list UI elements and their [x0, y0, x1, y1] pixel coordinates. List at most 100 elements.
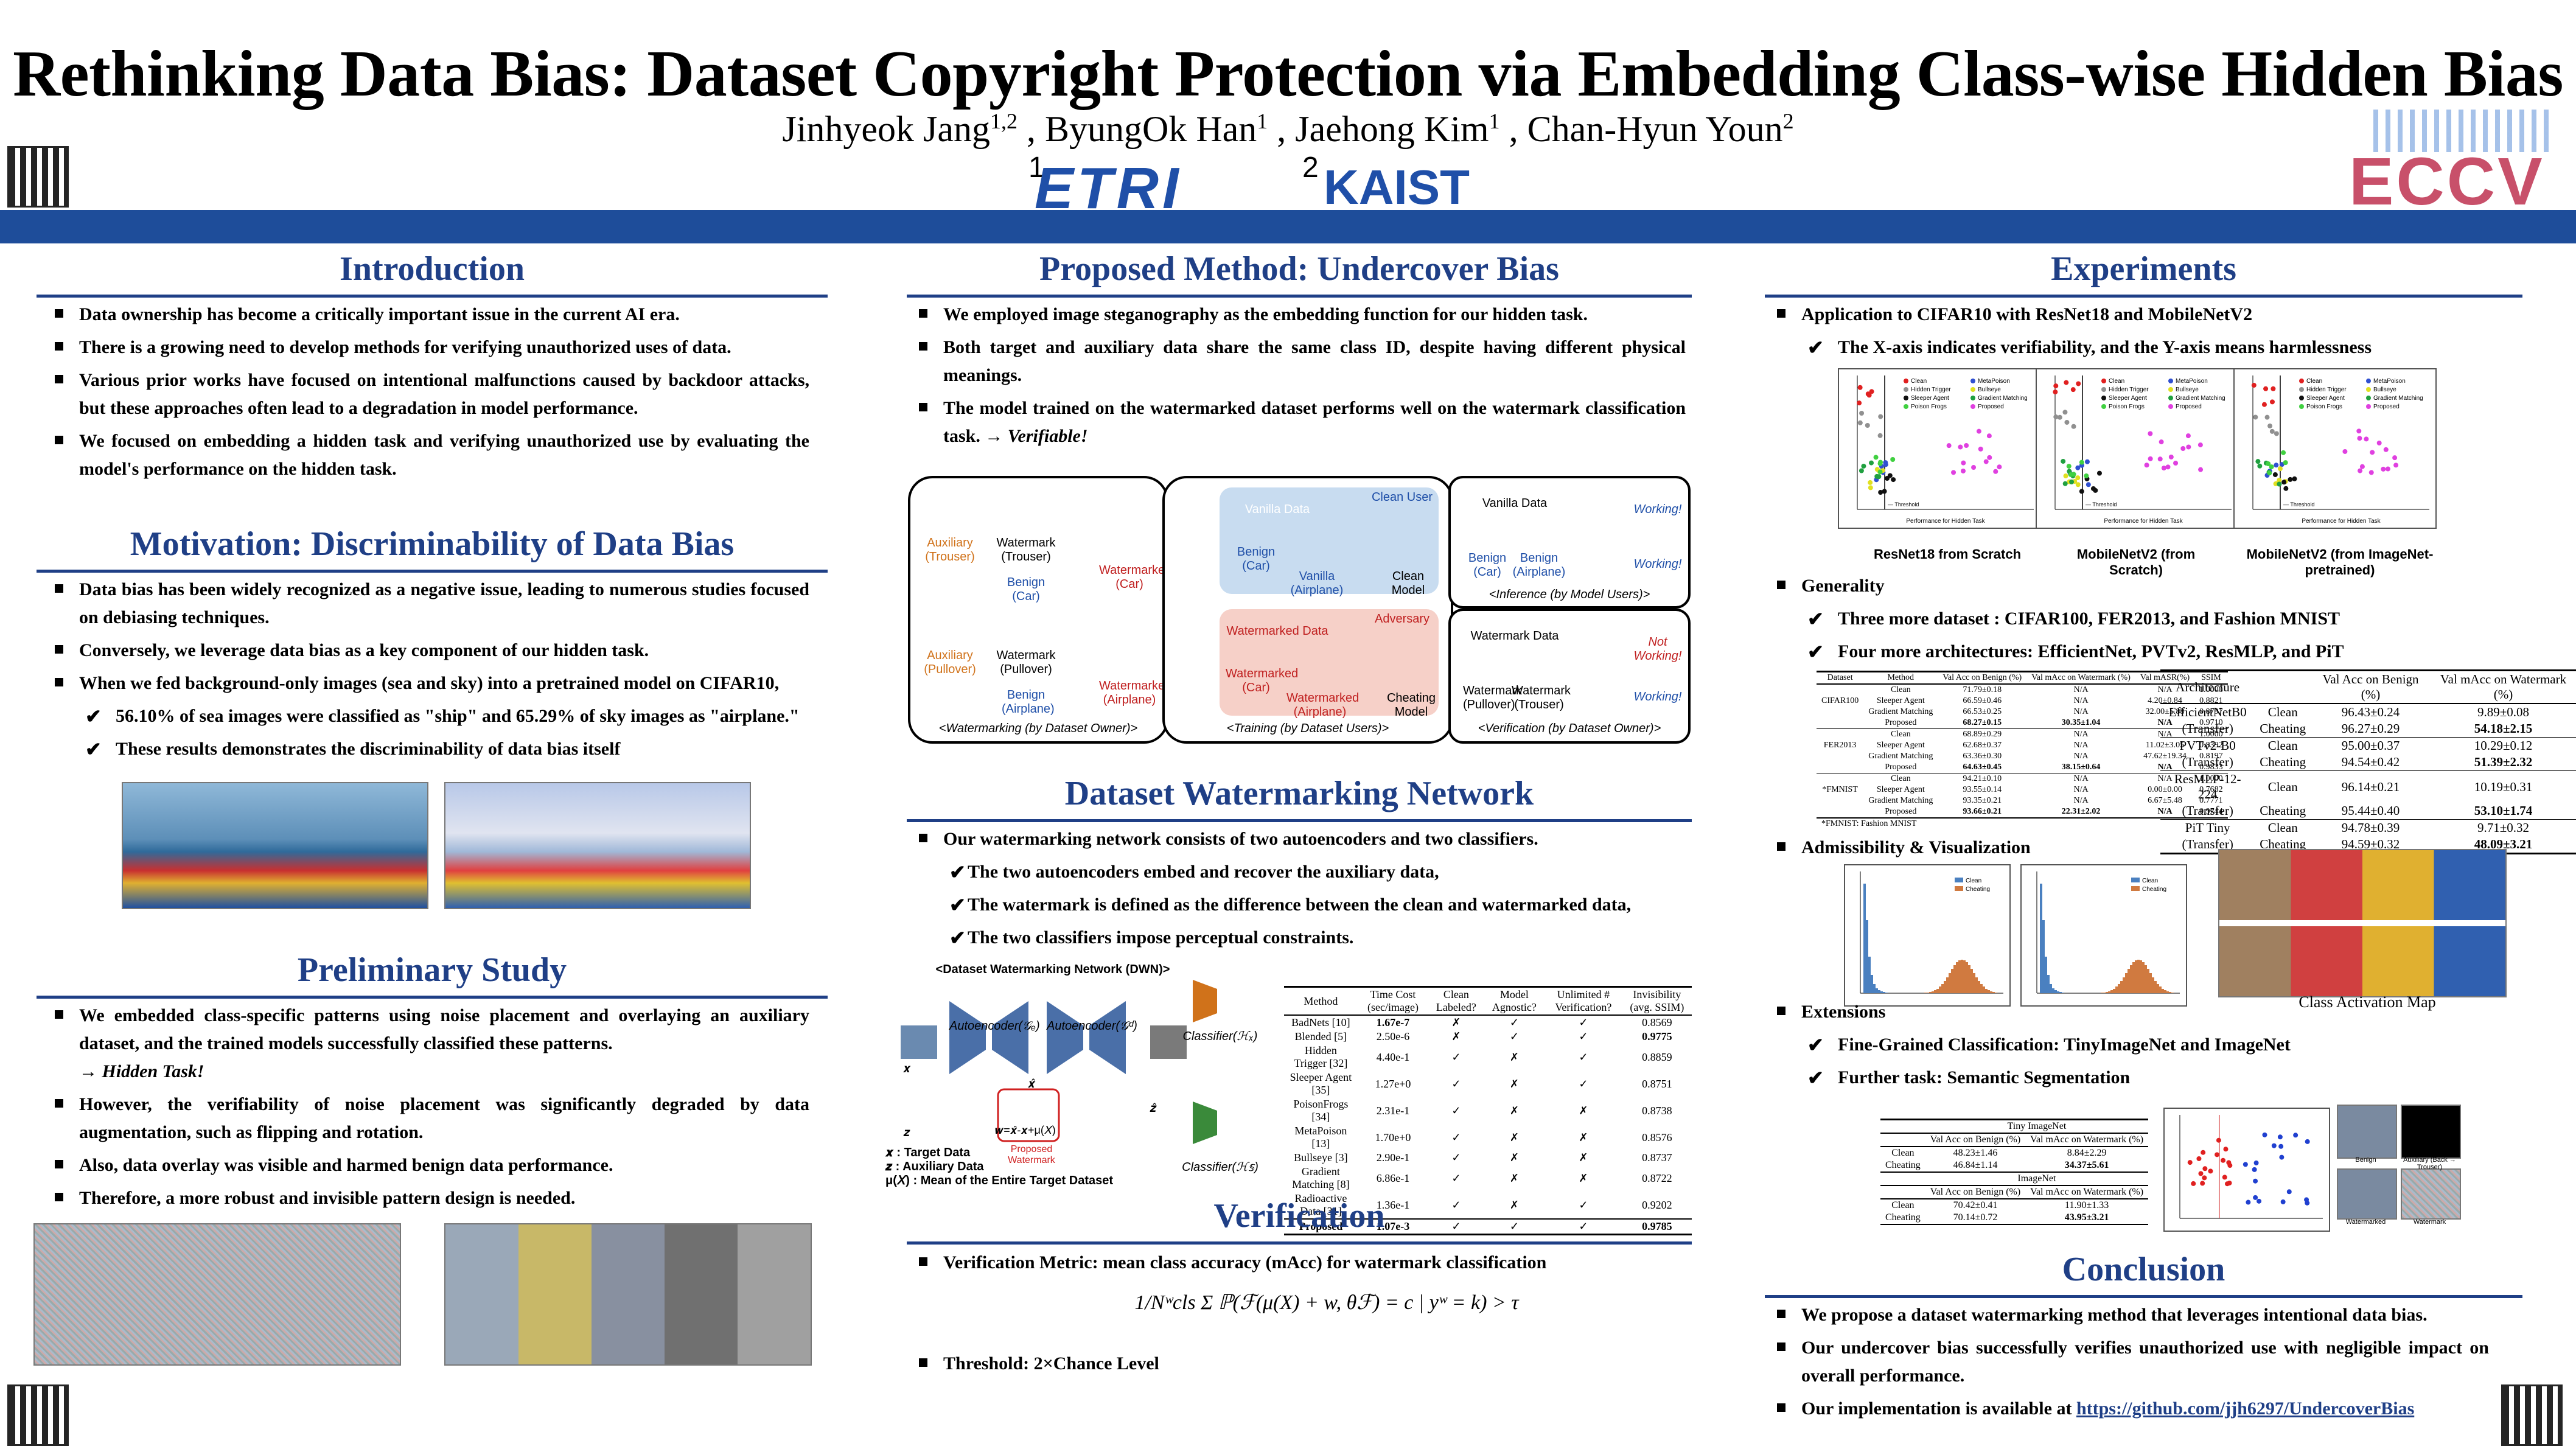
- table-cell: 2.90e-1: [1376, 1151, 1410, 1164]
- table-cell: 0.8797: [2199, 707, 2223, 716]
- cheating-model-label: Cheating Model: [1386, 691, 1436, 719]
- histogram-bar-cheating: [1944, 981, 1946, 993]
- legend-marker: [2299, 404, 2304, 409]
- histogram-bar-cheating: [1939, 986, 1941, 993]
- threshold-label: — Threshold: [2283, 501, 2314, 508]
- table-cell: 70.42±0.41: [1953, 1200, 1998, 1210]
- legend-label: Poison Frogs: [1911, 403, 1947, 410]
- scatter-point: [2257, 1198, 2262, 1204]
- scatter-point: [2161, 466, 2166, 471]
- watermarking-panel: Auxiliary (Trouser) Watermark (Trouser) …: [908, 476, 1172, 744]
- legend-x: 𝒙 : Target Data: [885, 1146, 971, 1159]
- table-cell: 46.84±1.14: [1953, 1160, 1998, 1170]
- seg-label: Watermarked: [2345, 1218, 2386, 1226]
- x-axis-label: Performance for Hidden Task: [2104, 518, 2183, 525]
- table-cell: Cheating: [1885, 1160, 1921, 1170]
- histogram-bar-cheating: [1951, 969, 1953, 993]
- verification-bullet: Verification Metric: mean class accuracy…: [913, 1249, 1686, 1277]
- github-link[interactable]: https://github.com/jjh6297/UndercoverBia…: [2076, 1398, 2415, 1419]
- table-cell: N/A: [2073, 707, 2089, 716]
- table-cell: N/A: [2073, 685, 2089, 694]
- legend-z: 𝒛 : Auxiliary Data: [885, 1160, 984, 1173]
- wm-trouser-label: Watermark (Trouser): [996, 536, 1056, 564]
- dataset-name-cell: [1817, 762, 1863, 773]
- exp-check: Four more architectures: EfficientNet, P…: [1771, 638, 2519, 666]
- histogram-bar-cheating: [2110, 990, 2113, 993]
- legend-marker: [1970, 396, 1975, 400]
- intro-bullet: Various prior works have focused on inte…: [49, 366, 809, 422]
- threshold-label: — Threshold: [2086, 501, 2117, 508]
- table-cell: 96.14±0.21: [2341, 779, 2400, 794]
- legend-label: Clean: [1911, 378, 1927, 385]
- scatter-point: [2269, 399, 2275, 405]
- vanilla-benign-label: Benign (Car): [1237, 545, 1276, 573]
- author-affiliation: 1: [1257, 109, 1268, 133]
- legend-label: Clean: [2109, 378, 2124, 385]
- scatter-point: [2252, 1167, 2257, 1172]
- histogram-bar-cheating: [1934, 990, 1936, 993]
- scatter-point: [2253, 1160, 2259, 1165]
- table-cell: 1.27e+0: [1375, 1077, 1411, 1090]
- wm-airplane-label: Watermarked (Airplane): [1099, 679, 1172, 707]
- table-cell: Cheating: [2260, 803, 2306, 818]
- histogram-bar-cheating: [1973, 973, 1975, 993]
- histogram-bar-cheating: [2125, 973, 2127, 993]
- histogram-bar-cheating: [2166, 991, 2169, 993]
- table-header-cell: Model Agnostic?: [1484, 986, 1545, 1016]
- scatter-point: [2243, 1162, 2248, 1167]
- table-cell: ✓: [1451, 1050, 1461, 1063]
- scatter-point: [2198, 1171, 2204, 1176]
- experiments-bullets1: Application to CIFAR10 with ResNet18 and…: [1771, 301, 2519, 366]
- table-cell: 34.37±5.61: [2064, 1160, 2109, 1170]
- exp-check: Three more dataset : CIFAR100, FER2013, …: [1771, 605, 2519, 633]
- table-cell: 43.95±3.21: [2064, 1212, 2109, 1223]
- histogram-bar-clean: [1863, 884, 1866, 993]
- author-name: Chan-Hyun Youn: [1527, 109, 1783, 149]
- table-cell: 38.15±0.64: [2061, 763, 2101, 772]
- scatter-point: [2263, 386, 2269, 391]
- scatter-point: [1997, 464, 2002, 470]
- dwn-bullet: Our watermarking network consists of two…: [913, 825, 1686, 853]
- vanilla-airplane-label: Vanilla (Airplane): [1290, 570, 1344, 597]
- legend-label: Sleeper Agent: [1911, 395, 1949, 402]
- conclusion-divider: [1765, 1295, 2522, 1298]
- histogram-bar-clean: [1876, 988, 1878, 993]
- dataset-name-cell: *FMNIST: [1822, 785, 1858, 794]
- scatter-point: [1865, 423, 1870, 428]
- table-cell: 0.8737: [1642, 1151, 1672, 1164]
- histogram-bar-clean: [2042, 920, 2045, 993]
- legend-swatch: [1955, 886, 1963, 891]
- scatter-point: [2376, 440, 2382, 445]
- motivation-title: Motivation: Discriminability of Data Bia…: [130, 525, 735, 563]
- scatter-point: [2262, 1132, 2267, 1137]
- histogram-bar-clean: [2047, 975, 2050, 993]
- seg-aux-image: [2401, 1105, 2461, 1159]
- legend-label: MetaPoison: [2373, 378, 2406, 385]
- scatter-point: [1857, 400, 1862, 406]
- intro-bullets: Data ownership has become a critically i…: [49, 301, 809, 488]
- scatter-point: [2271, 386, 2276, 391]
- legend-label: Gradient Matching: [1978, 395, 2028, 402]
- histogram-bar-cheating: [1946, 977, 1949, 993]
- plot-caption: MobileNetV2 (from ImageNet-pretrained): [2246, 546, 2434, 578]
- scatter-point: [2093, 487, 2098, 493]
- dataset-name-cell: [1817, 751, 1863, 762]
- cheat-wm-airplane-label: Watermarked (Airplane): [1286, 691, 1360, 719]
- table-cell: ✓: [1484, 1219, 1545, 1235]
- table-cell: ✗: [1509, 1198, 1519, 1211]
- legend-label: MetaPoison: [1978, 378, 2010, 385]
- scatter-point: [2359, 464, 2365, 469]
- table-cell: 93.55±0.14: [1963, 785, 2002, 794]
- table-cell: 6.86e-1: [1376, 1171, 1410, 1184]
- verification-caption: <Verification (by Dataset Owner)>: [1478, 722, 1661, 735]
- scatter-point: [2198, 467, 2204, 472]
